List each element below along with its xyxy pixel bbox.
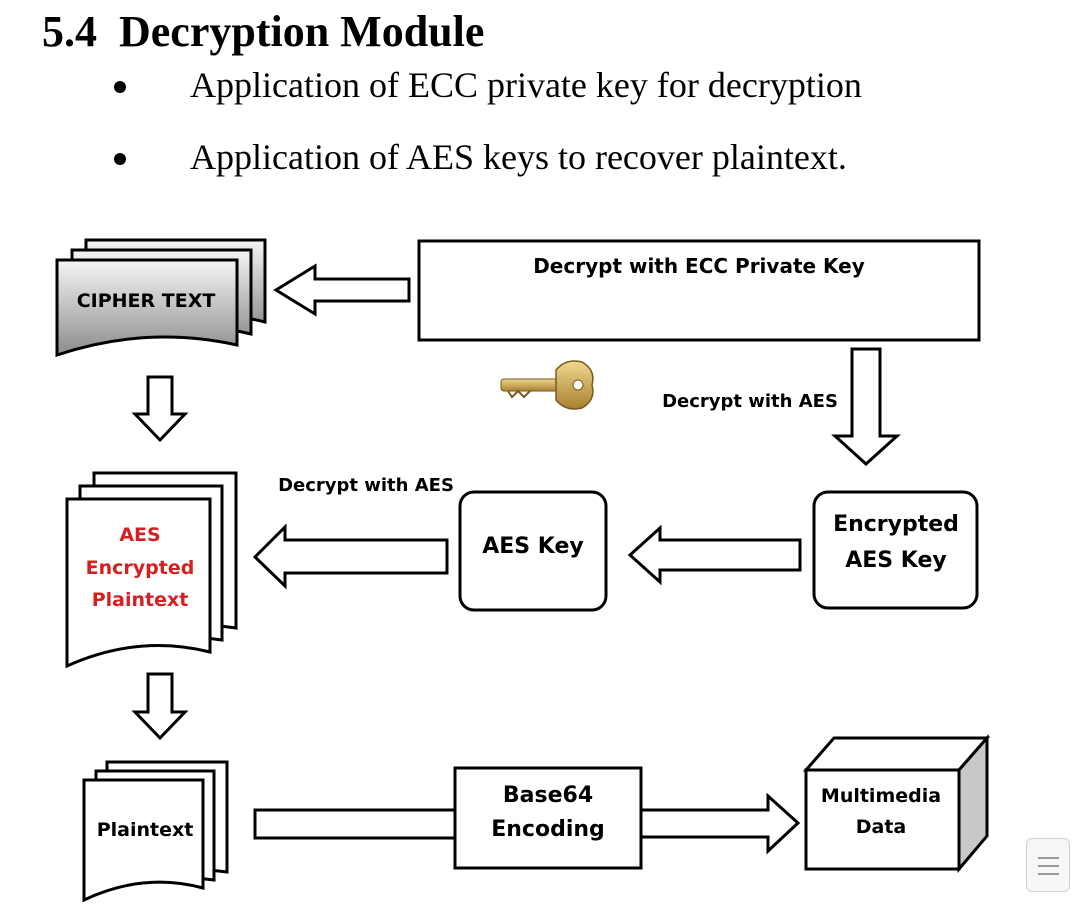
section-number: 5.4: [42, 7, 97, 56]
section-title: 5.4 Decryption Module: [42, 6, 484, 58]
menu-line: [1038, 857, 1059, 859]
multimedia-line2: Data: [856, 816, 907, 838]
encrypted-aes-key-line1: Encrypted: [833, 512, 959, 537]
bullet-item-1: Application of ECC private key for decry…: [114, 64, 862, 106]
menu-line: [1038, 865, 1059, 867]
key-icon: [500, 360, 594, 410]
bullet-item-2: Application of AES keys to recover plain…: [114, 136, 847, 178]
arrow-left-to-aes-plaintext: [252, 523, 449, 590]
bullet-text-2: Application of AES keys to recover plain…: [190, 137, 847, 177]
cipher-text-document: [55, 238, 267, 358]
connector-plaintext-to-base64: [253, 808, 457, 840]
decrypt-ecc-box: [417, 239, 981, 342]
multimedia-data-cube: [802, 734, 991, 874]
arrow-right-to-multimedia: [639, 792, 801, 855]
bullet-text-1: Application of ECC private key for decry…: [190, 65, 862, 105]
cipher-text-label: CIPHER TEXT: [77, 290, 216, 312]
arrow-down-to-encrypted-key: [831, 347, 901, 467]
aes-encrypted-plaintext-line3: Plaintext: [92, 589, 189, 611]
arrow-down-to-plaintext: [131, 672, 189, 741]
arrow-down-to-aes-plaintext: [131, 375, 189, 443]
decrypt-aes-right-label: Decrypt with AES: [662, 391, 838, 412]
arrow-left-to-cipher: [273, 263, 411, 317]
plaintext-document: [82, 760, 229, 903]
plaintext-label: Plaintext: [97, 819, 194, 841]
decrypt-aes-left-label: Decrypt with AES: [278, 475, 454, 496]
aes-key-label: AES Key: [482, 534, 583, 559]
base64-line2: Encoding: [491, 817, 605, 842]
hamburger-menu-icon[interactable]: [1026, 838, 1070, 892]
base64-encoding-box: [453, 766, 643, 870]
section-heading: Decryption Module: [119, 7, 485, 56]
bullet-dot: [114, 152, 126, 165]
encrypted-aes-key-line2: AES Key: [845, 548, 946, 573]
aes-encrypted-plaintext-line2: Encrypted: [86, 557, 195, 579]
decrypt-ecc-label: Decrypt with ECC Private Key: [533, 254, 865, 278]
aes-key-box: [458, 490, 608, 612]
menu-line: [1038, 873, 1059, 875]
multimedia-line1: Multimedia: [821, 785, 941, 807]
encrypted-aes-key-box: [812, 490, 979, 610]
arrow-left-to-aes-key: [627, 524, 802, 586]
base64-line1: Base64: [503, 783, 593, 808]
aes-encrypted-plaintext-line1: AES: [119, 524, 160, 546]
aes-encrypted-plaintext-document: [65, 471, 238, 669]
bullet-dot: [114, 80, 126, 93]
